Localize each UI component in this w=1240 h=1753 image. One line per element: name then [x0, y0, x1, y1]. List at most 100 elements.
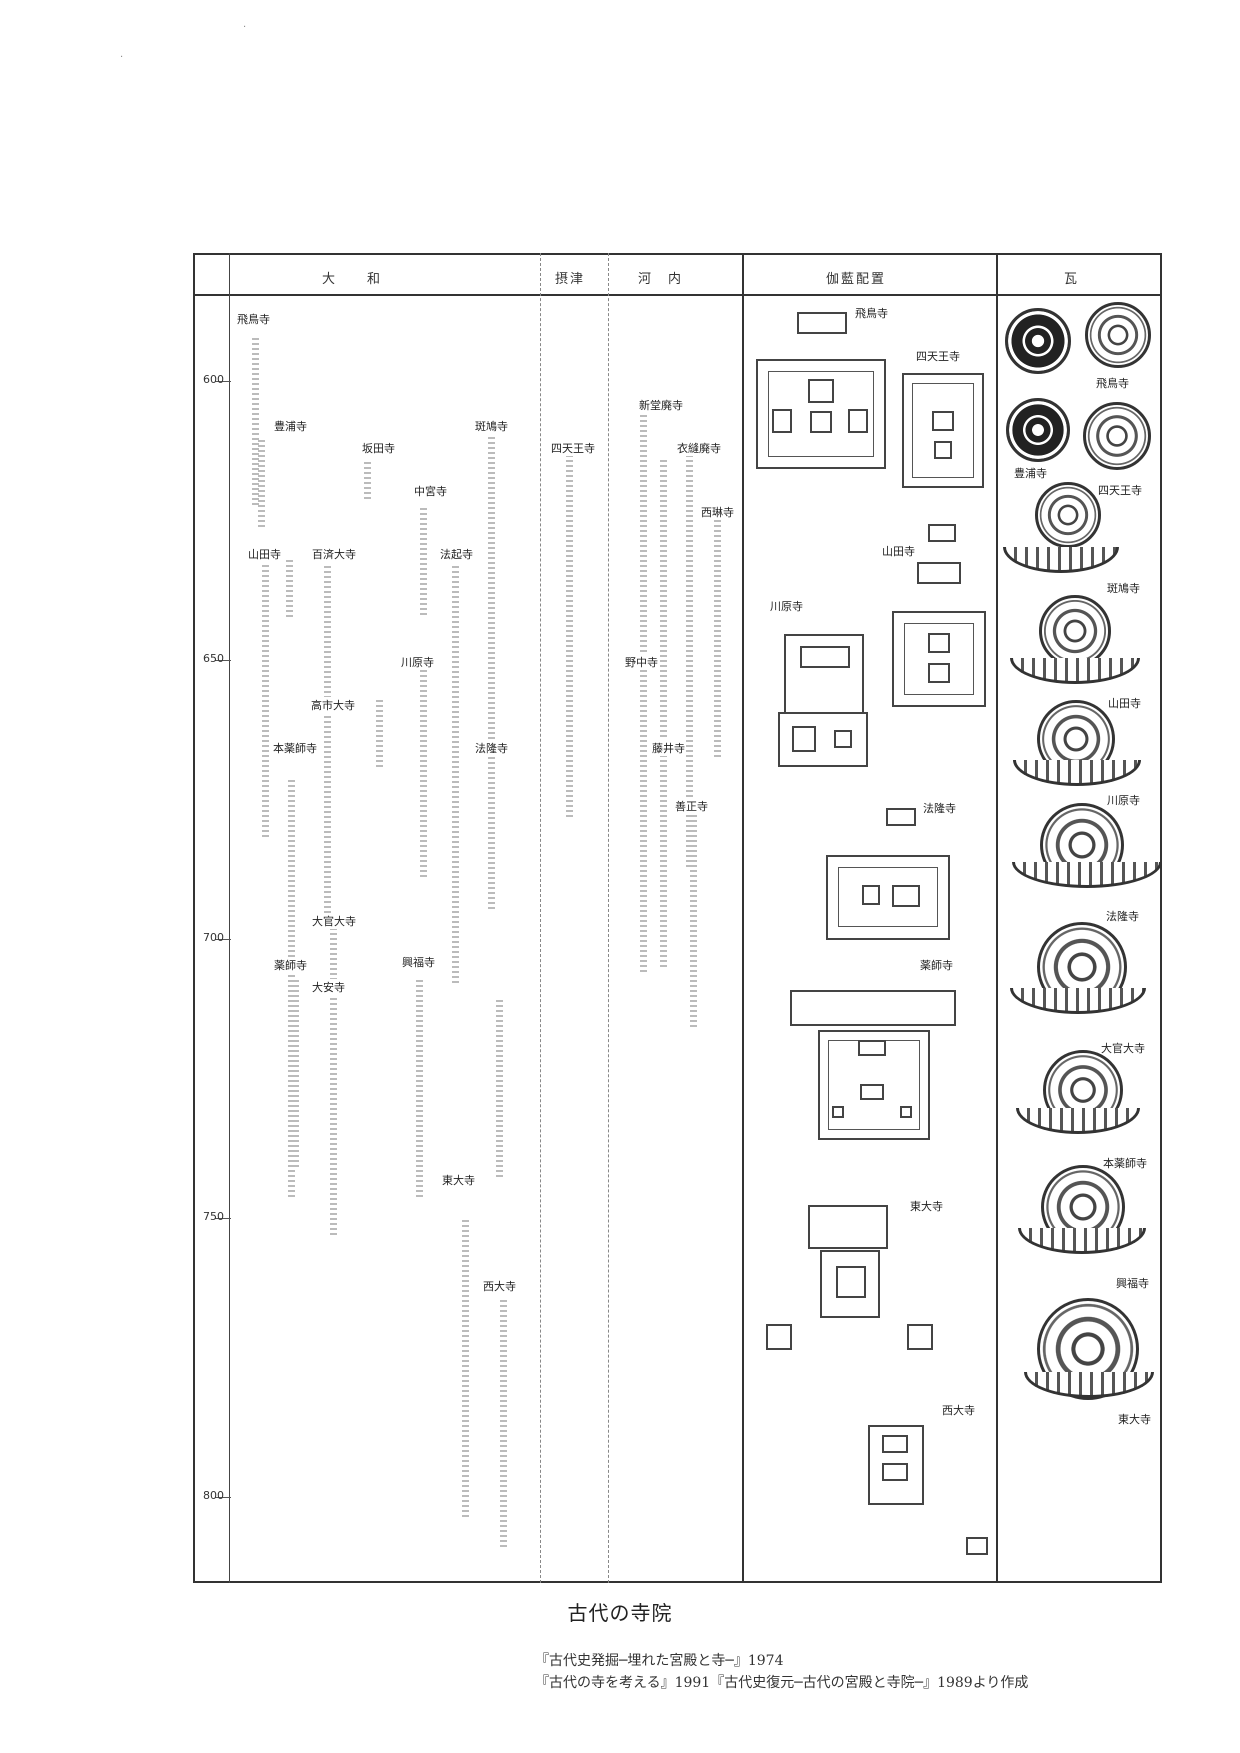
duration-bar	[262, 560, 269, 820]
tile-label-horyuji: 法隆寺	[1106, 910, 1139, 923]
scan-speck: ·	[120, 52, 124, 63]
tile-image	[1039, 595, 1111, 667]
plan-saidaiji	[868, 1425, 924, 1505]
temple-koromodera: 衣縫廃寺	[676, 440, 722, 456]
plan-label-asukadera: 飛鳥寺	[855, 307, 888, 320]
year-label-650: 650	[203, 652, 224, 665]
temple-shitennoji: 四天王寺	[550, 440, 596, 456]
plan-kawaharadera	[784, 634, 864, 714]
tile-label-shitennoji: 四天王寺	[1098, 484, 1142, 497]
tick-800	[215, 1497, 231, 1498]
header-tiles: 瓦	[1064, 272, 1080, 287]
temple-toyuradera: 豊浦寺	[273, 418, 308, 434]
temple-chuguji: 中宮寺	[413, 483, 448, 499]
temple-ikarugadera: 斑鳩寺	[474, 418, 509, 434]
year-label-600: 600	[203, 373, 224, 386]
year-axis-rule	[229, 253, 230, 1583]
source-line-1: 『古代史発掘─埋れた宮殿と寺─』1974	[535, 1653, 784, 1669]
year-label-800: 800	[203, 1489, 224, 1502]
duration-bar	[420, 508, 427, 618]
plan-shitennoji-gate	[928, 524, 956, 542]
temple-fujiidera: 藤井寺	[651, 740, 686, 756]
duration-bar	[488, 432, 495, 912]
yamato-settsu-divider	[540, 253, 541, 1583]
temple-horyuji: 法隆寺	[474, 740, 509, 756]
temple-yamadadera: 山田寺	[247, 546, 282, 562]
plan-saidaiji-gate	[966, 1537, 988, 1555]
tick-700	[215, 939, 231, 940]
duration-bar	[288, 780, 295, 1200]
plan-label-shitennoji: 四天王寺	[916, 350, 960, 363]
tick-750	[215, 1218, 231, 1219]
plan-horyuji-lecture-hall	[886, 808, 916, 826]
scan-speck: ·	[243, 22, 247, 33]
plan-kawaharadera-lower	[778, 712, 868, 767]
tile-label-daikandaiji: 大官大寺	[1101, 1042, 1145, 1055]
year-label-700: 700	[203, 931, 224, 944]
plan-label-yamadadera: 山田寺	[882, 545, 915, 558]
temple-sairinji: 西琳寺	[700, 504, 735, 520]
duration-bar	[262, 750, 269, 840]
plan-yakushiji	[818, 1030, 930, 1140]
plan-label-kawaharadera: 川原寺	[770, 600, 803, 613]
plan-label-horyuji: 法隆寺	[923, 802, 956, 815]
temple-zenshoji: 善正寺	[674, 798, 709, 814]
tick-600	[215, 381, 231, 382]
figure-caption: 古代の寺院	[567, 1601, 673, 1625]
temple-takechidaiji: 高市大寺	[310, 697, 356, 713]
tile-label-ikarugadera: 斑鳩寺	[1107, 582, 1140, 595]
temple-hokiji: 法起寺	[439, 546, 474, 562]
plan-asukadera	[756, 359, 886, 469]
temple-shindoharaidera: 新堂廃寺	[638, 397, 684, 413]
plan-todaiji-east-pagoda	[907, 1324, 933, 1350]
tile-label-asukadera: 飛鳥寺	[1096, 377, 1129, 390]
plan-shitennoji	[902, 373, 984, 488]
tile-label-toyuradera: 豊浦寺	[1014, 467, 1047, 480]
temple-kawaharadera: 川原寺	[400, 654, 435, 670]
plan-label-saidaiji: 西大寺	[942, 1404, 975, 1417]
plan-todaiji-lecture-hall	[808, 1205, 888, 1249]
duration-bar	[286, 560, 293, 620]
duration-bar	[252, 338, 259, 508]
header-yamato: 大 和	[322, 272, 383, 287]
header-kawachi: 河 内	[638, 272, 684, 287]
temple-sakatadera: 坂田寺	[361, 440, 396, 456]
duration-bar	[330, 918, 337, 1238]
tile-label-kofukuji: 興福寺	[1116, 1277, 1149, 1290]
duration-bar	[690, 800, 697, 1030]
temple-nonakadera: 野中寺	[624, 654, 659, 670]
tick-650	[215, 660, 231, 661]
header-settsu: 摂津	[555, 272, 586, 287]
tile-image	[1005, 308, 1071, 374]
plan-yamadadera-hall	[917, 562, 961, 584]
duration-bar	[420, 670, 427, 880]
duration-bar	[496, 1000, 503, 1180]
duration-bar	[324, 566, 331, 916]
tile-image	[1035, 482, 1101, 548]
tile-image	[1083, 402, 1151, 470]
settsu-kawachi-divider	[608, 253, 609, 1583]
duration-bar	[462, 1220, 469, 1520]
plan-yamadadera	[892, 611, 986, 707]
duration-bar	[416, 980, 423, 1200]
tile-label-kawaharadera: 川原寺	[1107, 794, 1140, 807]
duration-bar	[566, 450, 573, 820]
temple-saidaiji: 西大寺	[482, 1278, 517, 1294]
source-line-2: 『古代の寺を考える』1991『古代史復元─古代の宮殿と寺院─』1989より作成	[535, 1675, 1029, 1691]
temple-yakushiji: 薬師寺	[273, 957, 308, 973]
duration-bar	[376, 700, 383, 770]
duration-bar	[714, 520, 721, 760]
header-layout: 伽藍配置	[826, 272, 887, 287]
temple-daianji: 大安寺	[311, 979, 346, 995]
plan-label-todaiji: 東大寺	[910, 1200, 943, 1213]
plan-todaiji	[820, 1250, 880, 1318]
temple-daikandaiji: 大官大寺	[311, 913, 357, 929]
duration-bar	[686, 440, 693, 870]
tile-image	[1085, 302, 1151, 368]
temple-kofukuji: 興福寺	[401, 954, 436, 970]
chronology-table	[193, 253, 1162, 1583]
header-rule	[193, 294, 1162, 296]
plan-asukadera-lecture-hall	[797, 312, 847, 334]
tile-label-yamadadera: 山田寺	[1108, 697, 1141, 710]
temple-todaiji: 東大寺	[441, 1172, 476, 1188]
